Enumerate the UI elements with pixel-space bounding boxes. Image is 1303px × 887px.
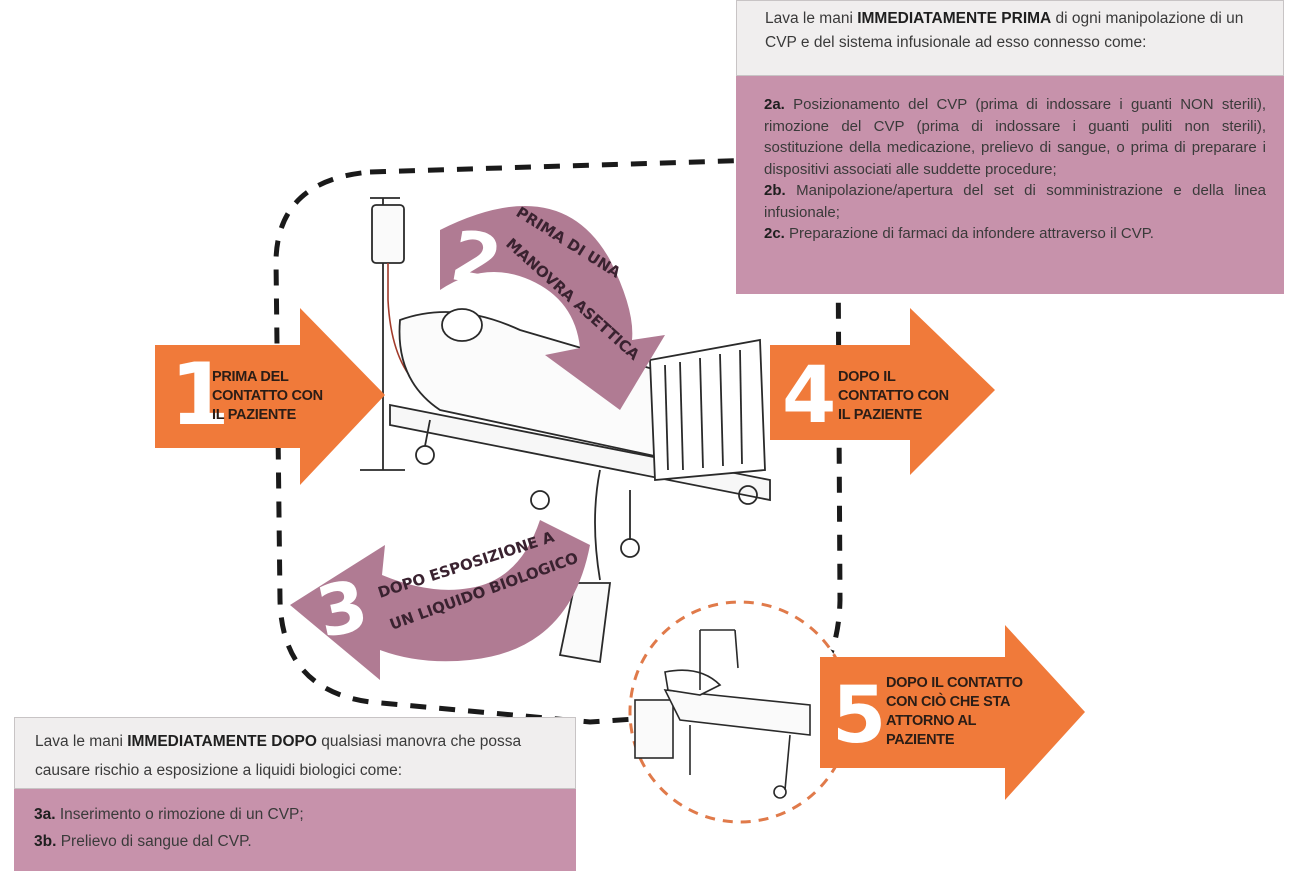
moment-5-arrow [820,625,1085,800]
list-item: 2b. Manipolazione/apertura del set di so… [764,180,1266,223]
moment-4-arrow [770,308,995,475]
item-text: Manipolazione/apertura del set di sommin… [764,182,1266,221]
moment-2-arrow [440,206,665,410]
moment-5-label-line: PAZIENTE [886,732,955,748]
item-text: Posizionamento del CVP (prima di indossa… [764,96,1266,178]
moment-1-arrow [155,308,385,485]
moment-1-label-line: IL PAZIENTE [212,407,296,423]
item-code: 2a. [764,96,785,113]
header-emphasis: IMMEDIATAMENTE DOPO [127,733,317,750]
moment-5-label-line: ATTORNO AL [886,713,977,729]
item-code: 2b. [764,182,786,199]
moment-4-number: 4 [782,351,837,441]
moment-1-number: 1 [170,345,230,445]
moment-4-label-line: IL PAZIENTE [838,407,922,423]
before-aseptic-box-header: Lava le mani IMMEDIATAMENTE PRIMA di ogn… [736,0,1284,76]
item-code: 2c. [764,225,785,242]
header-text: Lava le mani [35,733,128,750]
moment-4-label-line: CONTATTO CON [838,388,949,404]
header-emphasis: IMMEDIATAMENTE PRIMA [857,10,1052,27]
list-item: 3b. Prelievo di sangue dal CVP. [34,828,562,855]
header-text: di ogni manipolazione di un CVP e del si… [765,10,1244,51]
patient-bed-illustration [360,197,771,664]
moment-4-label: DOPO IL CONTATTO CON IL PAZIENTE [838,368,949,425]
list-item: 2a. Posizionamento del CVP (prima di ind… [764,94,1266,180]
empty-bed-illustration [634,629,811,799]
item-text: Preparazione di farmaci da infondere att… [784,225,1154,242]
list-item: 3a. Inserimento o rimozione di un CVP; [34,801,562,828]
after-exposure-box-body: 3a. Inserimento o rimozione di un CVP; 3… [14,789,576,871]
before-aseptic-box-body: 2a. Posizionamento del CVP (prima di ind… [736,76,1284,294]
moment-5-label-line: DOPO IL CONTATTO [886,675,1023,691]
item-text: Inserimento o rimozione di un CVP; [55,806,304,823]
item-code: 3a. [34,806,56,823]
header-text: qualsiasi manovra che possa causare risc… [35,733,522,779]
item-code: 3b. [34,833,57,850]
item-text: Prelievo di sangue dal CVP. [56,833,252,850]
after-exposure-box-header: Lava le mani IMMEDIATAMENTE DOPO qualsia… [14,717,576,789]
moment-5-label: DOPO IL CONTATTO CON CIÒ CHE STA ATTORNO… [886,674,1023,750]
moment-3-arrow [290,520,590,680]
moment-1-label: PRIMA DEL CONTATTO CON IL PAZIENTE [212,368,323,425]
list-item: 2c. Preparazione di farmaci da infondere… [764,223,1266,245]
moment-1-label-line: PRIMA DEL [212,369,289,385]
moment-1-label-line: CONTATTO CON [212,388,323,404]
header-text: Lava le mani [765,10,858,27]
moment-5-label-line: CON CIÒ CHE STA [886,694,1011,710]
moment-5-number: 5 [832,671,887,761]
moment-4-label-line: DOPO IL [838,369,896,385]
